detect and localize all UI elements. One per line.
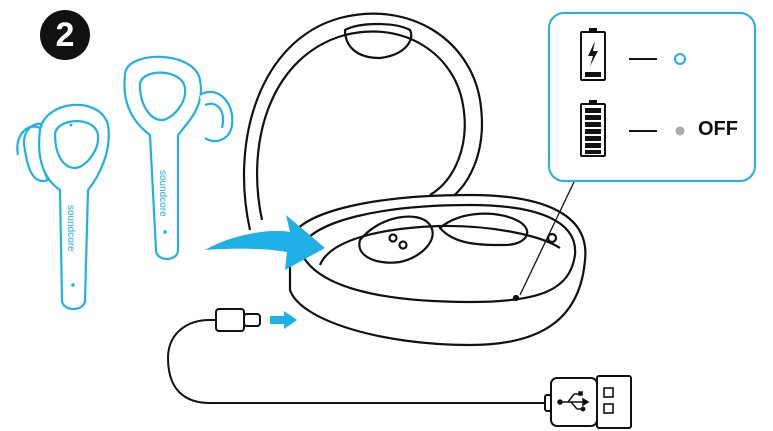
step-number-badge: 2 — [40, 10, 90, 60]
led-off-indicator — [675, 126, 685, 136]
charging-case — [242, 12, 587, 347]
insert-arrow-icon — [205, 215, 325, 270]
callout-pointer — [519, 181, 575, 296]
led-on-indicator — [674, 53, 686, 65]
battery-charging-icon — [580, 28, 606, 81]
plug-arrow-icon — [270, 311, 297, 329]
usb-symbol-icon — [557, 391, 590, 412]
usb-a-connector-icon — [544, 375, 632, 429]
usb-c-connector-icon — [210, 308, 261, 332]
led-indicator-callout — [548, 12, 756, 182]
led-off-label: OFF — [698, 118, 738, 140]
battery-full-icon — [580, 100, 606, 157]
step-number: 2 — [55, 15, 75, 54]
earbud-right-brand: soundcore — [157, 170, 168, 217]
earbud-left: soundcore — [16, 103, 110, 311]
usb-cable — [166, 319, 545, 404]
earbud-right: soundcore — [123, 55, 234, 261]
earbud-left-brand: soundcore — [65, 205, 76, 252]
